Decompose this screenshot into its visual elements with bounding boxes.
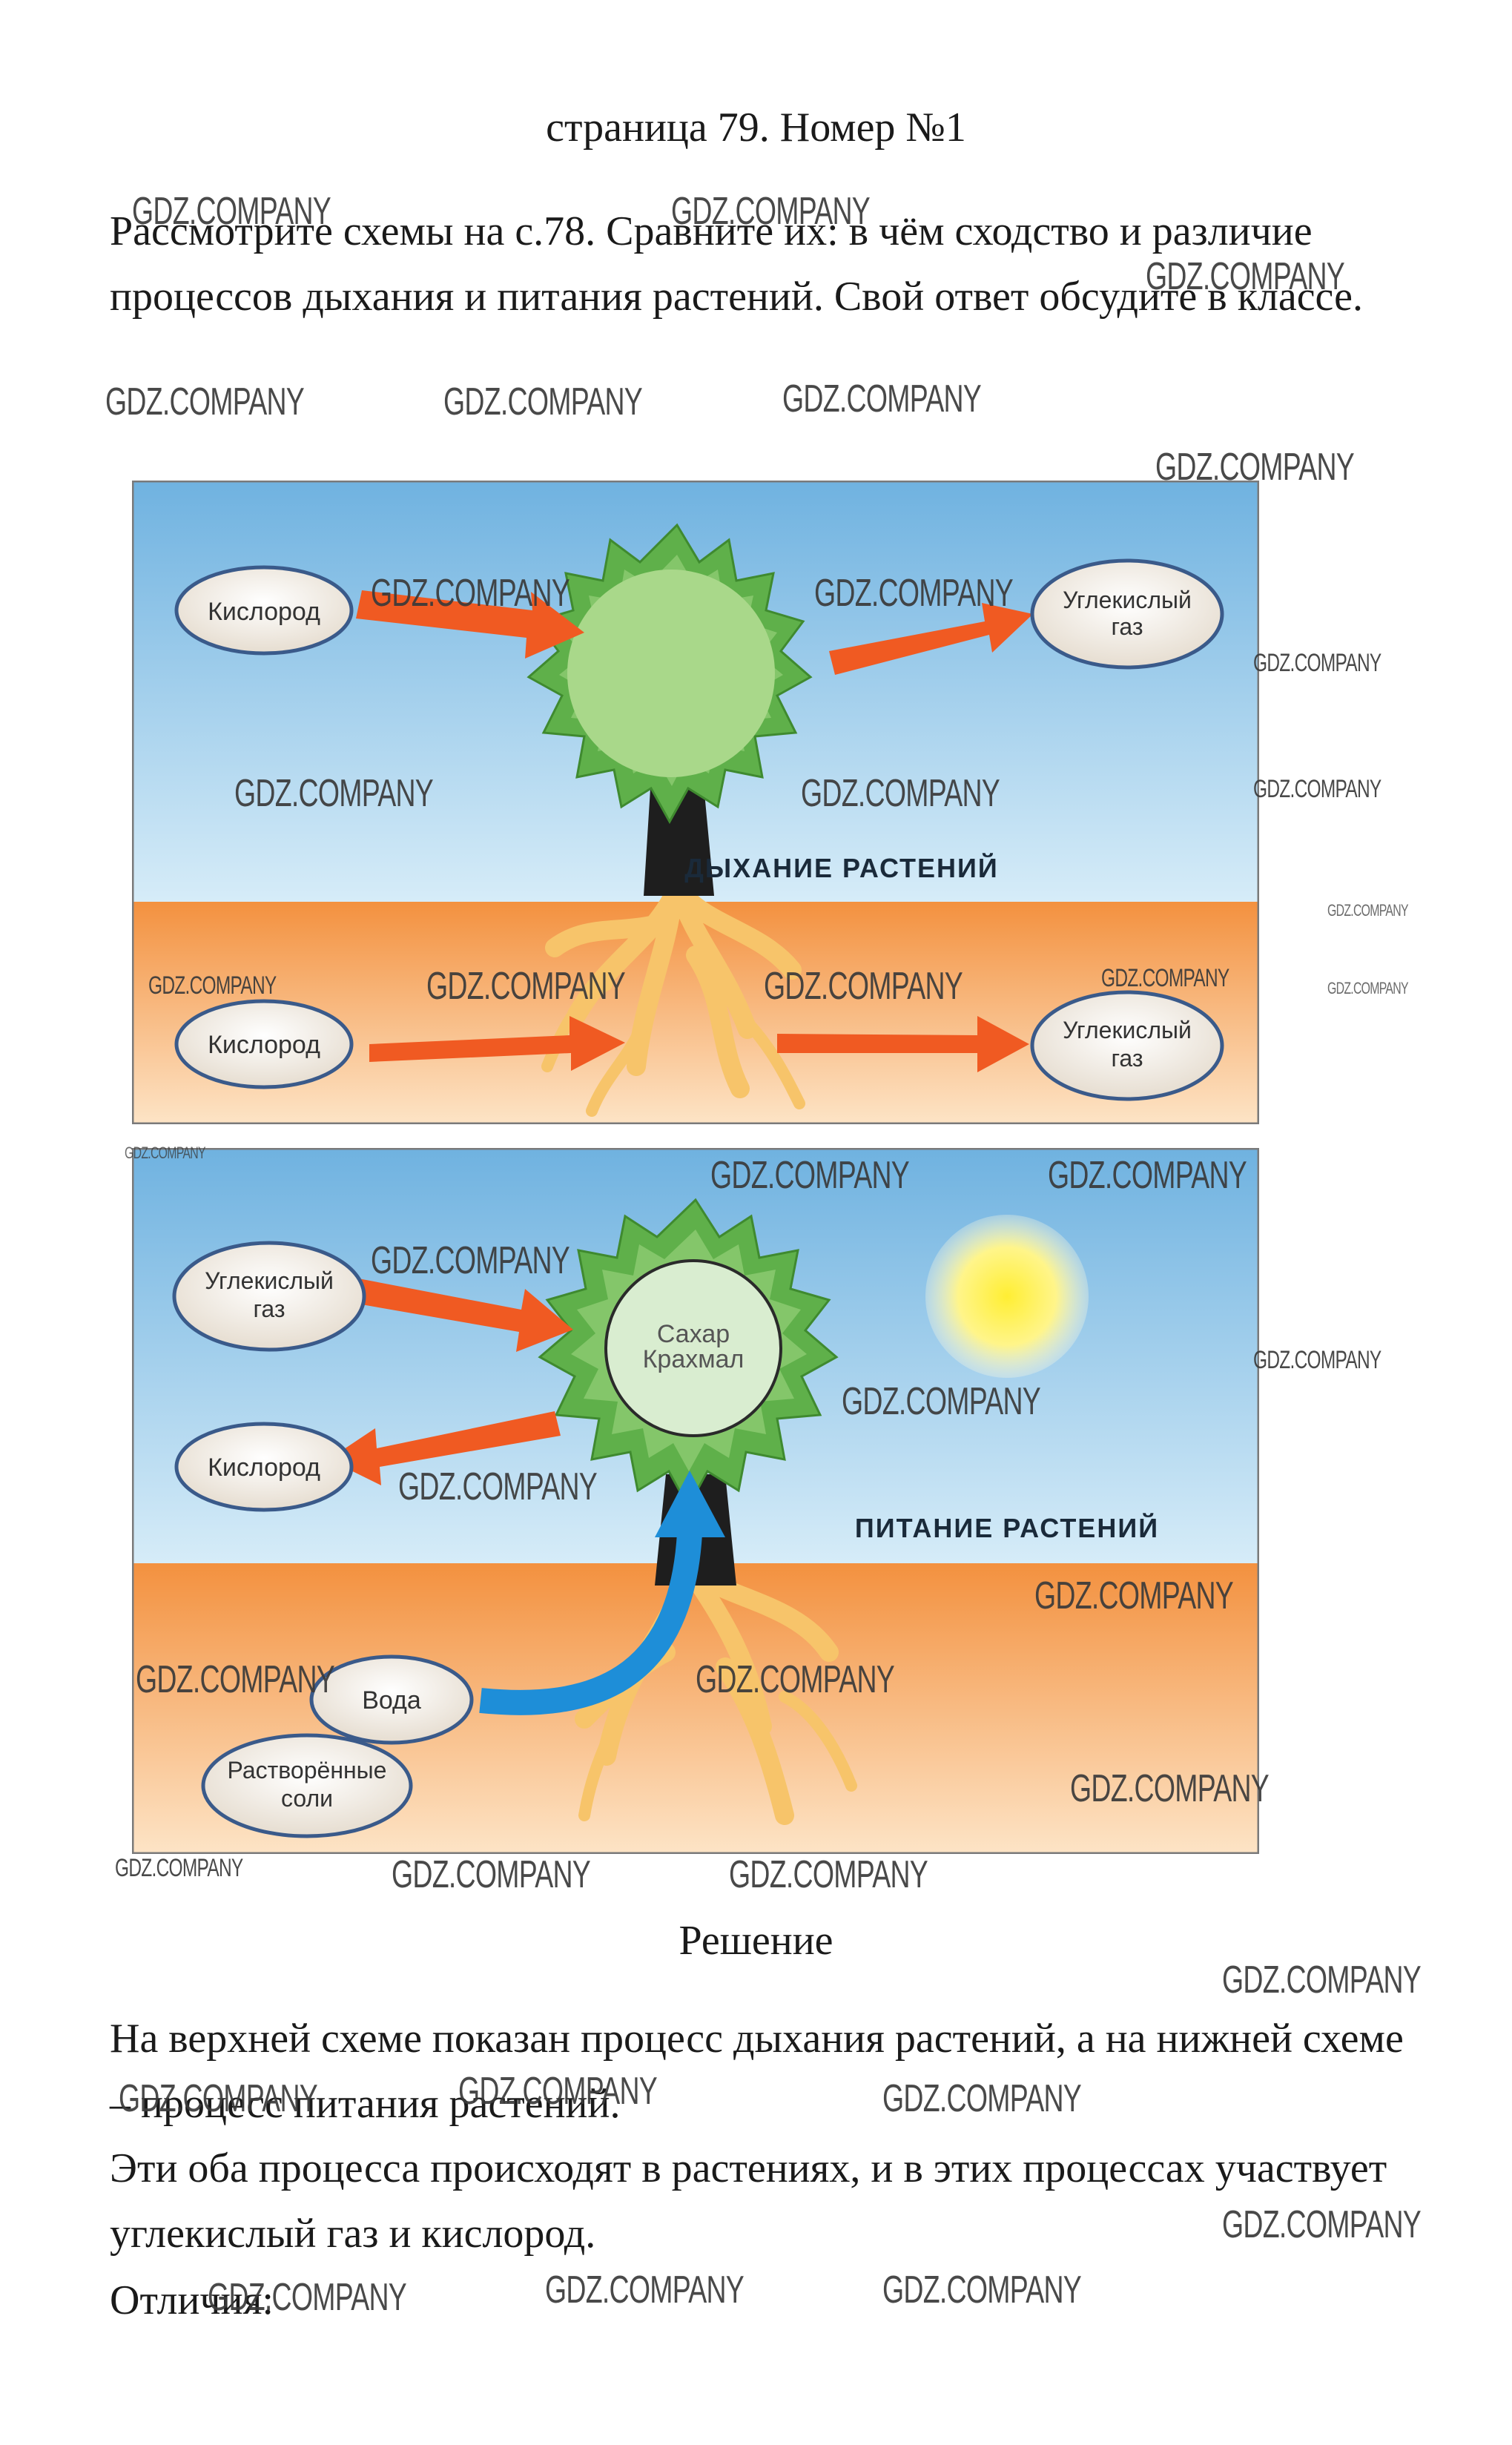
watermark: GDZ.COMPANY — [782, 377, 982, 420]
svg-text:Растворённые: Растворённые — [228, 1757, 387, 1784]
watermark: GDZ.COMPANY — [458, 2070, 658, 2113]
watermark: GDZ.COMPANY — [119, 2077, 318, 2120]
watermark: GDZ.COMPANY — [136, 1658, 335, 1701]
svg-text:газ: газ — [253, 1296, 285, 1322]
watermark: GDZ.COMPANY — [1222, 1959, 1422, 2002]
watermark: GDZ.COMPANY — [764, 965, 963, 1008]
watermark: GDZ.COMPANY — [371, 1239, 570, 1282]
watermark: GDZ.COMPANY — [842, 1380, 1041, 1423]
respiration-caption: ДЫХАНИЕ РАСТЕНИЙ — [684, 852, 999, 883]
co2-oval: Углекислый газ — [172, 1241, 366, 1352]
svg-text:Углекислый: Углекислый — [1063, 1017, 1192, 1043]
svg-text:Кислород: Кислород — [208, 1031, 320, 1059]
page-header: страница 79. Номер №1 — [546, 105, 966, 151]
watermark: GDZ.COMPANY — [1101, 964, 1229, 992]
watermark: GDZ.COMPANY — [814, 572, 1014, 615]
watermark: GDZ.COMPANY — [1155, 446, 1355, 489]
arrow-oxygen-out — [329, 1411, 561, 1485]
nutrition-caption: ПИТАНИЕ РАСТЕНИЙ — [855, 1512, 1159, 1543]
watermark: GDZ.COMPANY — [1034, 1574, 1234, 1617]
watermark: GDZ.COMPANY — [208, 2276, 407, 2319]
arrow-water — [479, 1532, 702, 1715]
co2-oval-soil: Углекислый газ — [1030, 990, 1224, 1101]
watermark: GDZ.COMPANY — [443, 380, 643, 423]
svg-text:Сахар: Сахар — [657, 1320, 730, 1348]
svg-text:Кислород: Кислород — [208, 598, 320, 626]
sugar-starch-circle: Сахар Крахмал — [604, 1259, 782, 1437]
watermark: GDZ.COMPANY — [710, 1154, 910, 1197]
answer-paragraph-1: На верхней схеме показан процесс дыхания… — [110, 2016, 1404, 2127]
watermark: GDZ.COMPANY — [398, 1465, 598, 1508]
arrow-oxygen-soil — [369, 1016, 625, 1071]
solution-title: Решение — [679, 1918, 833, 1964]
arrow-co2-soil — [777, 1016, 1029, 1072]
svg-text:Крахмал: Крахмал — [643, 1345, 745, 1373]
arrow-oxygen-in — [356, 590, 584, 659]
watermark: GDZ.COMPANY — [1070, 1767, 1270, 1810]
watermark: GDZ.COMPANY — [729, 1853, 928, 1896]
watermark: GDZ.COMPANY — [132, 190, 331, 233]
watermark: GDZ.COMPANY — [1327, 979, 1409, 997]
watermark: GDZ.COMPANY — [882, 2077, 1082, 2120]
watermark: GDZ.COMPANY — [882, 2269, 1082, 2312]
sun-icon — [925, 1215, 1089, 1378]
svg-text:Углекислый: Углекислый — [205, 1267, 334, 1294]
tree-roots — [575, 1568, 857, 1825]
nutrition-diagram: Сахар Крахмал Углекислый газ Кислород ПИ… — [132, 1148, 1259, 1854]
oxygen-oval-soil: Кислород — [174, 999, 354, 1089]
arrow-co2-out — [829, 603, 1033, 675]
svg-text:Вода: Вода — [362, 1686, 421, 1715]
co2-oval-top: Углекислый газ — [1030, 558, 1224, 670]
watermark: GDZ.COMPANY — [696, 1658, 895, 1701]
watermark: GDZ.COMPANY — [371, 572, 570, 615]
watermark: GDZ.COMPANY — [125, 1144, 206, 1162]
tree-roots — [541, 886, 805, 1117]
task-text: Рассмотрите схемы на с.78. Сравните их: … — [110, 208, 1363, 320]
salts-oval: Растворённые соли — [201, 1733, 413, 1838]
oxygen-oval-top: Кислород — [174, 565, 354, 656]
watermark: GDZ.COMPANY — [115, 1854, 243, 1882]
water-oval: Вода — [309, 1654, 474, 1745]
watermark: GDZ.COMPANY — [1253, 775, 1381, 803]
watermark: GDZ.COMPANY — [1146, 255, 1345, 298]
svg-text:Кислород: Кислород — [208, 1454, 320, 1482]
watermark: GDZ.COMPANY — [1048, 1154, 1247, 1197]
arrow-co2-in — [349, 1278, 573, 1352]
svg-text:газ: газ — [1111, 613, 1143, 640]
watermark: GDZ.COMPANY — [1222, 2203, 1422, 2246]
svg-text:соли: соли — [281, 1785, 333, 1812]
watermark: GDZ.COMPANY — [1253, 1346, 1381, 1374]
answer-paragraph-2: Эти оба процесса происходят в растениях,… — [110, 2145, 1387, 2257]
oxygen-oval: Кислород — [174, 1422, 354, 1512]
answer-paragraph-3: Отличия: — [110, 2277, 274, 2323]
watermark: GDZ.COMPANY — [426, 965, 626, 1008]
watermark: GDZ.COMPANY — [1253, 649, 1381, 677]
watermark: GDZ.COMPANY — [392, 1853, 591, 1896]
watermark: GDZ.COMPANY — [148, 971, 277, 1000]
svg-text:газ: газ — [1111, 1045, 1143, 1072]
watermark: GDZ.COMPANY — [1327, 901, 1409, 920]
watermark: GDZ.COMPANY — [234, 772, 434, 815]
respiration-diagram: Кислород Углекислый газ ДЫХАНИЕ РАСТЕНИЙ… — [132, 481, 1259, 1124]
watermark: GDZ.COMPANY — [545, 2269, 745, 2312]
watermark: GDZ.COMPANY — [671, 190, 871, 233]
svg-text:Углекислый: Углекислый — [1063, 587, 1192, 613]
watermark: GDZ.COMPANY — [105, 380, 305, 423]
watermark: GDZ.COMPANY — [801, 772, 1000, 815]
